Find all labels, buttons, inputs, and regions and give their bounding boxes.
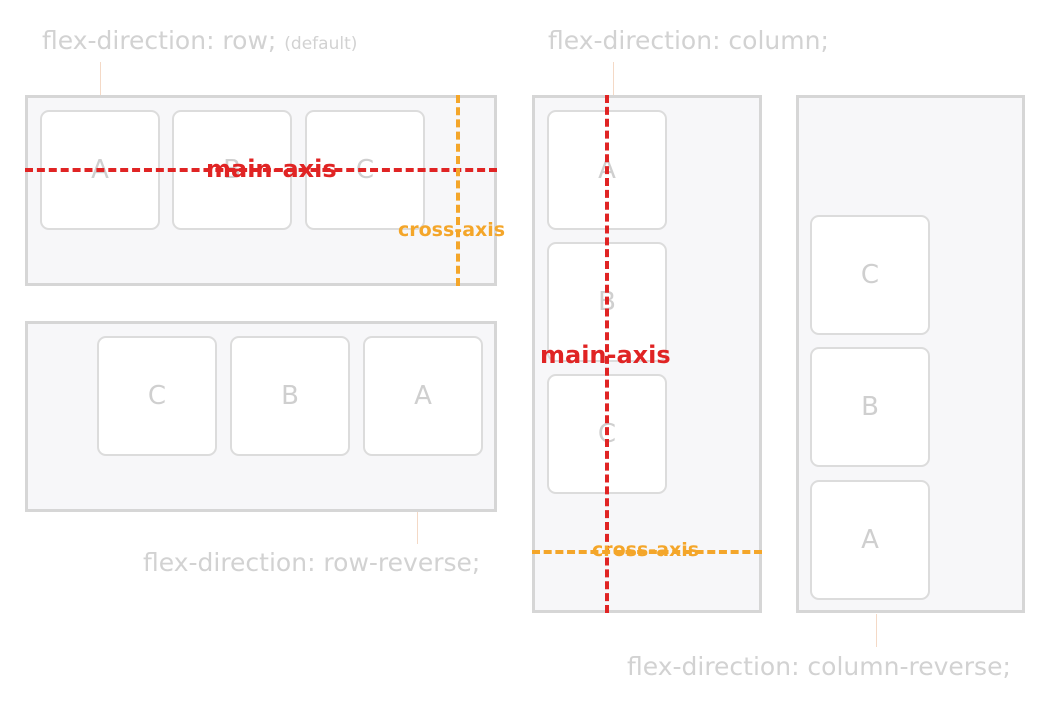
row-label-tick: [100, 62, 101, 95]
row-label: flex-direction: row; (default): [42, 26, 357, 55]
row-cross-axis-label: cross-axis: [398, 219, 506, 241]
column-cross-axis-label: cross-axis: [592, 539, 700, 561]
column-reverse-label: flex-direction: column-reverse;: [627, 652, 1011, 681]
row-reverse-label-tick: [417, 511, 418, 544]
row-main-axis-label: main-axis: [206, 155, 337, 183]
row-default-note: (default): [284, 34, 358, 54]
column-main-axis-line: [605, 95, 609, 613]
row-label-text: flex-direction: row;: [42, 26, 277, 55]
column-reverse-item-3: A: [810, 480, 930, 600]
row-reverse-item-3: A: [363, 336, 483, 456]
row-reverse-item-2: B: [230, 336, 350, 456]
column-main-axis-label: main-axis: [540, 341, 671, 369]
column-reverse-item-2: B: [810, 347, 930, 467]
column-label-tick: [613, 62, 614, 95]
row-cross-axis-line: [456, 95, 460, 286]
column-reverse-label-tick: [876, 614, 877, 647]
column-cross-axis-line: [532, 550, 762, 554]
row-main-axis-line: [25, 168, 497, 172]
column-reverse-item-1: C: [810, 215, 930, 335]
column-label: flex-direction: column;: [548, 26, 829, 55]
row-reverse-item-1: C: [97, 336, 217, 456]
row-reverse-label: flex-direction: row-reverse;: [143, 548, 481, 577]
